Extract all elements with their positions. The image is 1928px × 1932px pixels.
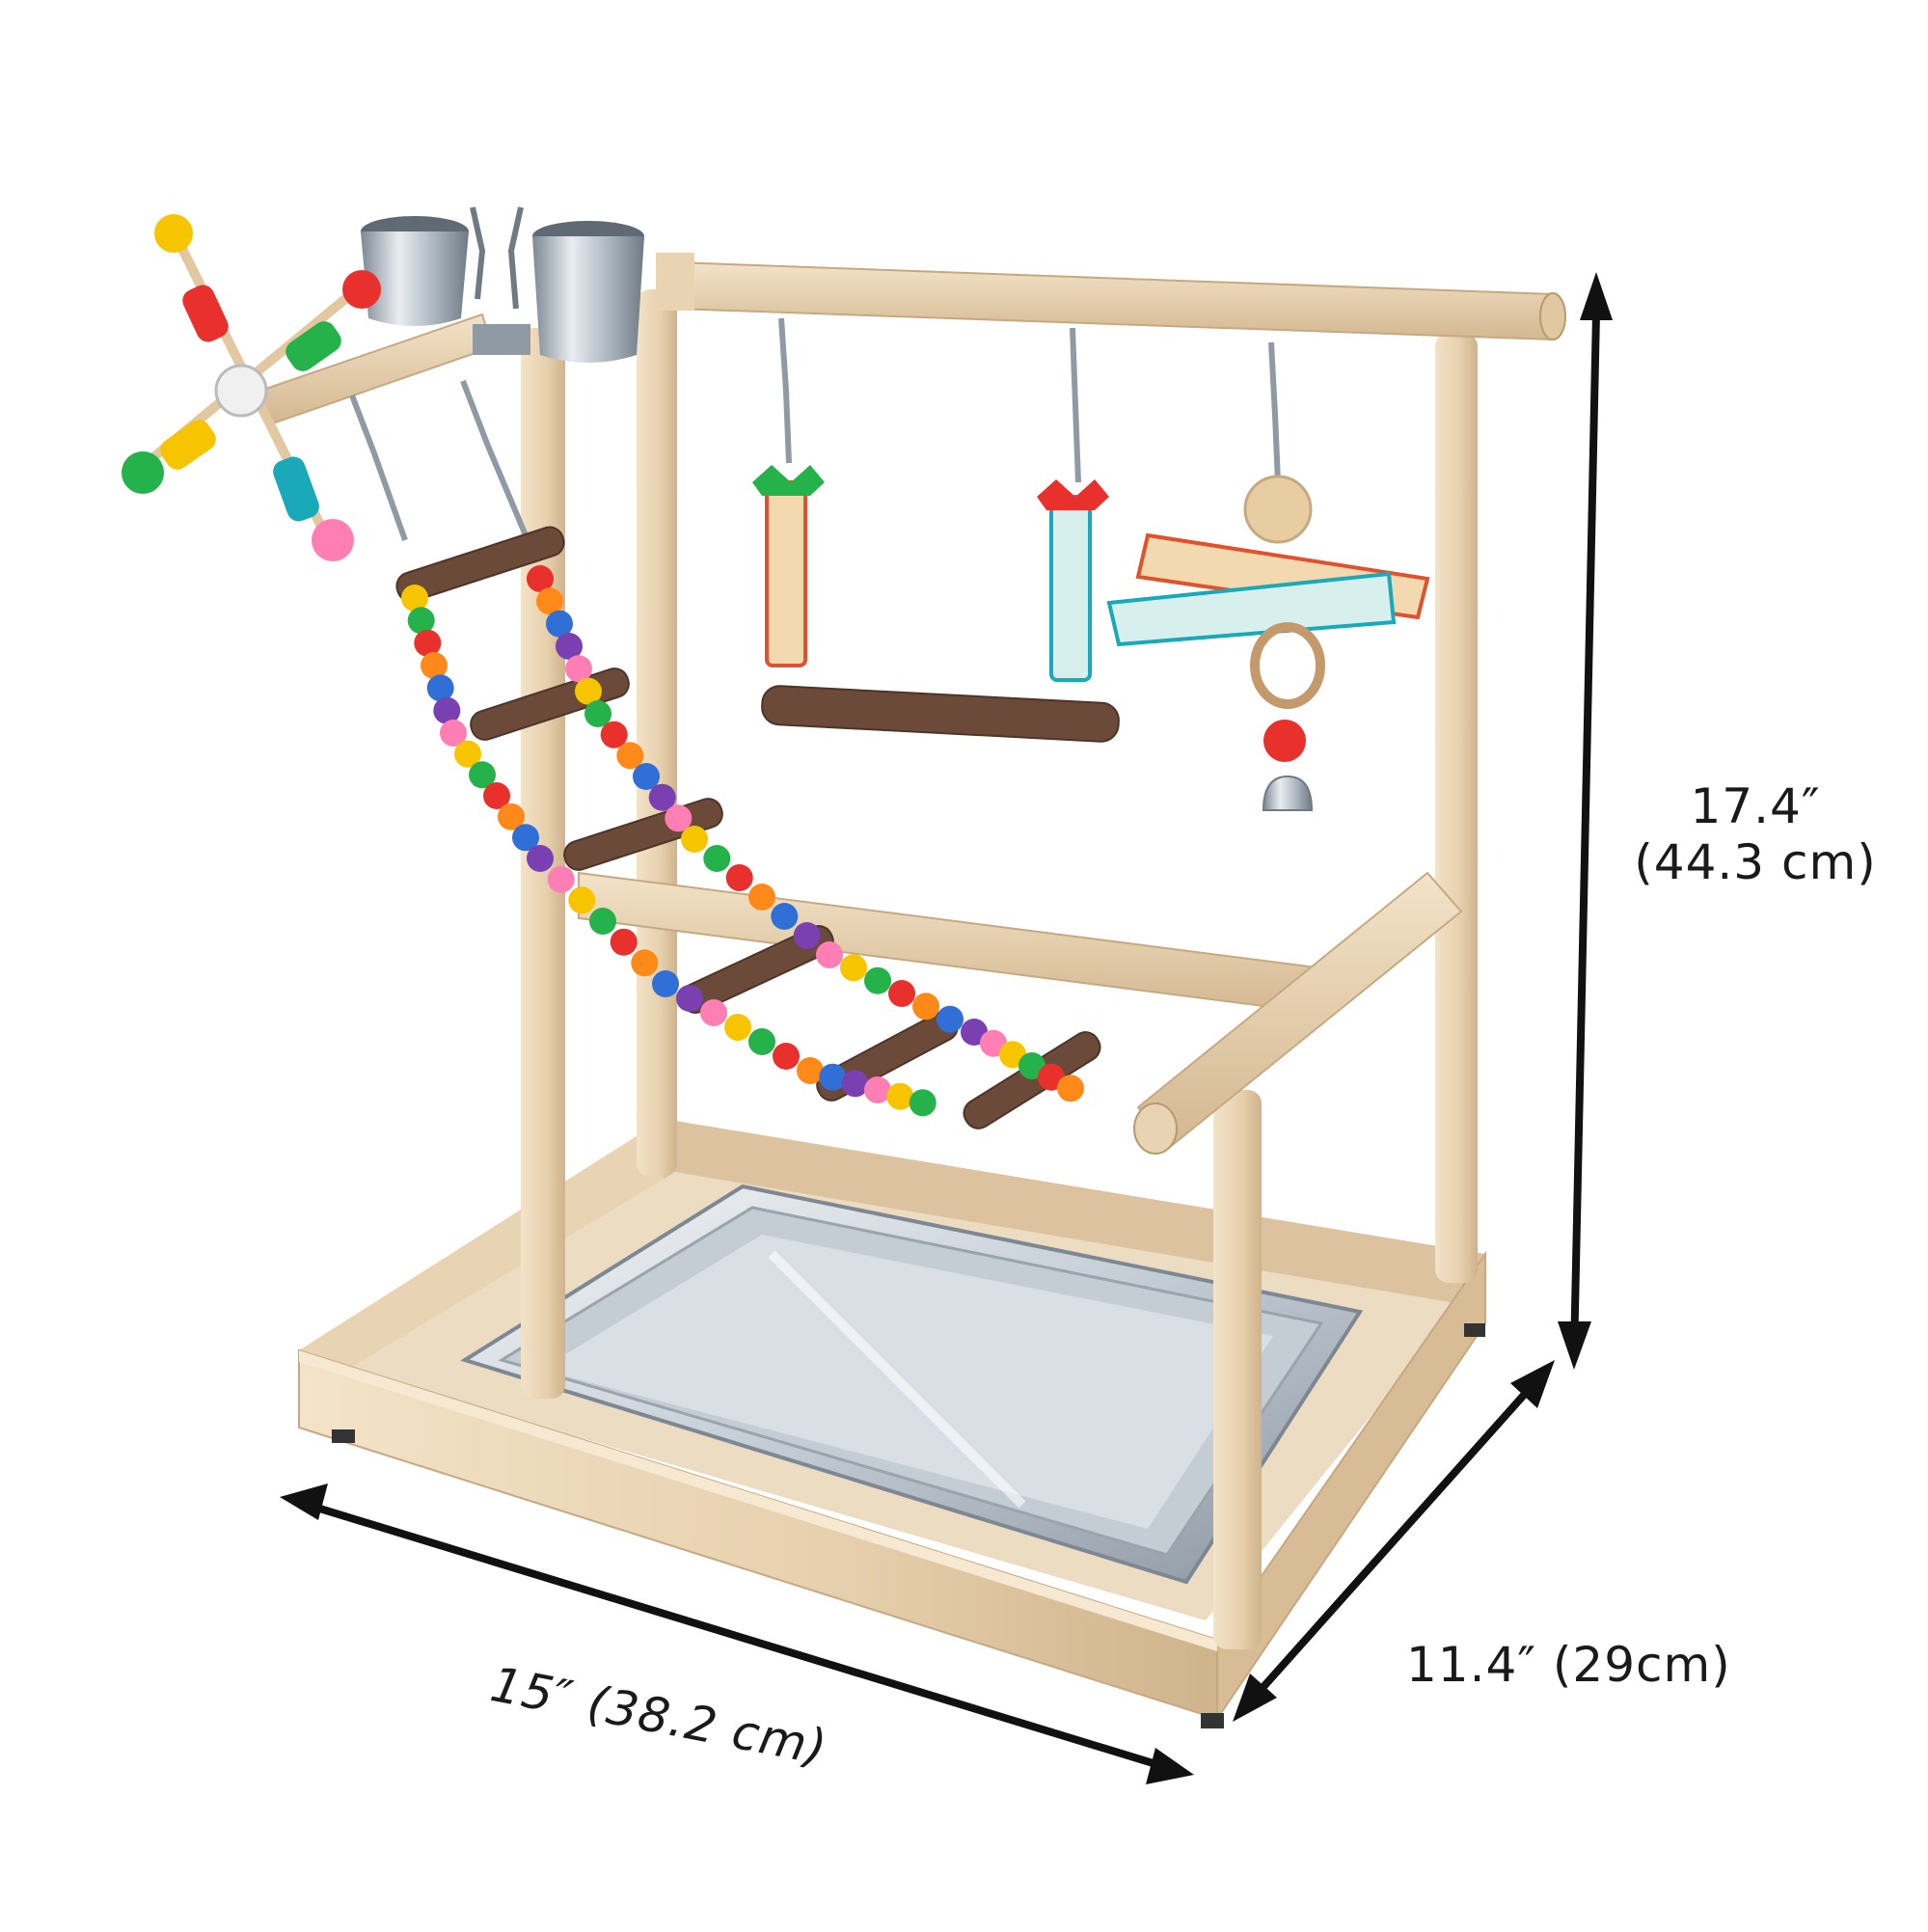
bead-ladder	[349, 379, 1101, 1129]
depth-dimension-label: 11.4″ (29cm)	[1406, 1637, 1731, 1693]
ladder-bead	[610, 928, 638, 956]
ladder-bead	[527, 565, 554, 592]
ladder-bead	[864, 1076, 891, 1103]
stainless-steel-tray	[460, 1184, 1364, 1585]
ladder-bead	[888, 980, 915, 1007]
spinner-toy	[122, 214, 381, 561]
ladder-bead	[433, 696, 461, 724]
ladder-bead	[703, 845, 731, 872]
ladder-bead	[909, 1089, 937, 1117]
ladder-bead	[565, 655, 592, 683]
ladder-bead	[556, 633, 583, 660]
ladder-bead	[773, 1043, 800, 1070]
ladder-bead	[407, 607, 435, 635]
woven-bell-toy	[1106, 341, 1430, 811]
ladder-bead	[527, 845, 554, 872]
ladder-bead	[797, 1057, 824, 1084]
ladder-beads	[401, 565, 1084, 1117]
ladder-bead	[665, 804, 692, 832]
corner-perch	[1133, 871, 1463, 1155]
ladder-bead	[426, 674, 454, 702]
height-arrow-icon	[1570, 313, 1600, 1356]
ladder-bead	[546, 610, 573, 638]
ladder-bead	[681, 826, 708, 853]
ladder-bead	[575, 677, 602, 705]
ladder-hooks	[349, 379, 529, 542]
cup-chain-clips	[470, 206, 524, 310]
ladder-bead	[700, 999, 727, 1026]
back-right-post	[1435, 333, 1478, 1283]
ladder-bead	[401, 585, 428, 612]
ladder-bead	[421, 652, 448, 679]
ladder-bead	[771, 903, 799, 930]
food-cup-right	[532, 221, 644, 363]
ladder-bead	[652, 970, 679, 997]
ladder-bead	[748, 884, 775, 911]
ladder-bead	[414, 629, 442, 657]
ladder-bead	[454, 740, 481, 768]
height-cm-value: (44.3 cm)	[1634, 833, 1877, 890]
ladder-bead	[536, 587, 563, 615]
ladder-bead	[600, 721, 628, 748]
depth-arrow-icon	[1251, 1381, 1536, 1701]
ladder-bead	[440, 720, 467, 747]
swing-toy	[752, 317, 1120, 743]
ladder-bead	[819, 1063, 847, 1091]
ladder-bead	[676, 985, 703, 1012]
ladder-bead	[483, 782, 510, 809]
ladder-bead	[498, 803, 525, 830]
width-arrow-icon	[312, 1503, 1161, 1769]
ladder-bead	[748, 1028, 775, 1055]
ladder-bead	[589, 908, 616, 935]
ladder-bead	[841, 1070, 869, 1098]
feeding-perch	[258, 313, 530, 426]
ladder-bead	[724, 1014, 751, 1041]
ladder-bead	[793, 922, 821, 949]
ladder-bead	[568, 886, 596, 914]
food-cup-left	[361, 216, 469, 326]
ladder-rungs	[395, 526, 1101, 1129]
ladder-bead	[886, 1082, 914, 1110]
ladder-bead	[616, 742, 644, 770]
back-left-post	[637, 289, 677, 1177]
ladder-bead	[469, 761, 496, 789]
ladder-bead	[1057, 1075, 1084, 1102]
top-perch-bar	[656, 253, 1566, 341]
ladder-bead	[648, 783, 676, 811]
height-inch-value: 17.4″	[1690, 778, 1821, 834]
ladder-bead	[912, 993, 939, 1020]
ladder-bead	[631, 949, 659, 977]
height-dimension-label: 17.4″ (44.3 cm)	[1601, 778, 1910, 890]
ladder-bead	[816, 941, 843, 968]
ladder-bead	[547, 865, 575, 893]
ladder-bead	[633, 763, 660, 790]
ladder-bead	[840, 954, 867, 982]
ladder-bead	[864, 966, 891, 994]
dimension-arrows	[280, 272, 1613, 1784]
ladder-bead	[584, 700, 611, 727]
ladder-bead	[512, 824, 539, 852]
front-right-post	[1213, 1090, 1262, 1649]
ladder-bead	[937, 1005, 964, 1033]
ladder-bead	[725, 864, 753, 891]
